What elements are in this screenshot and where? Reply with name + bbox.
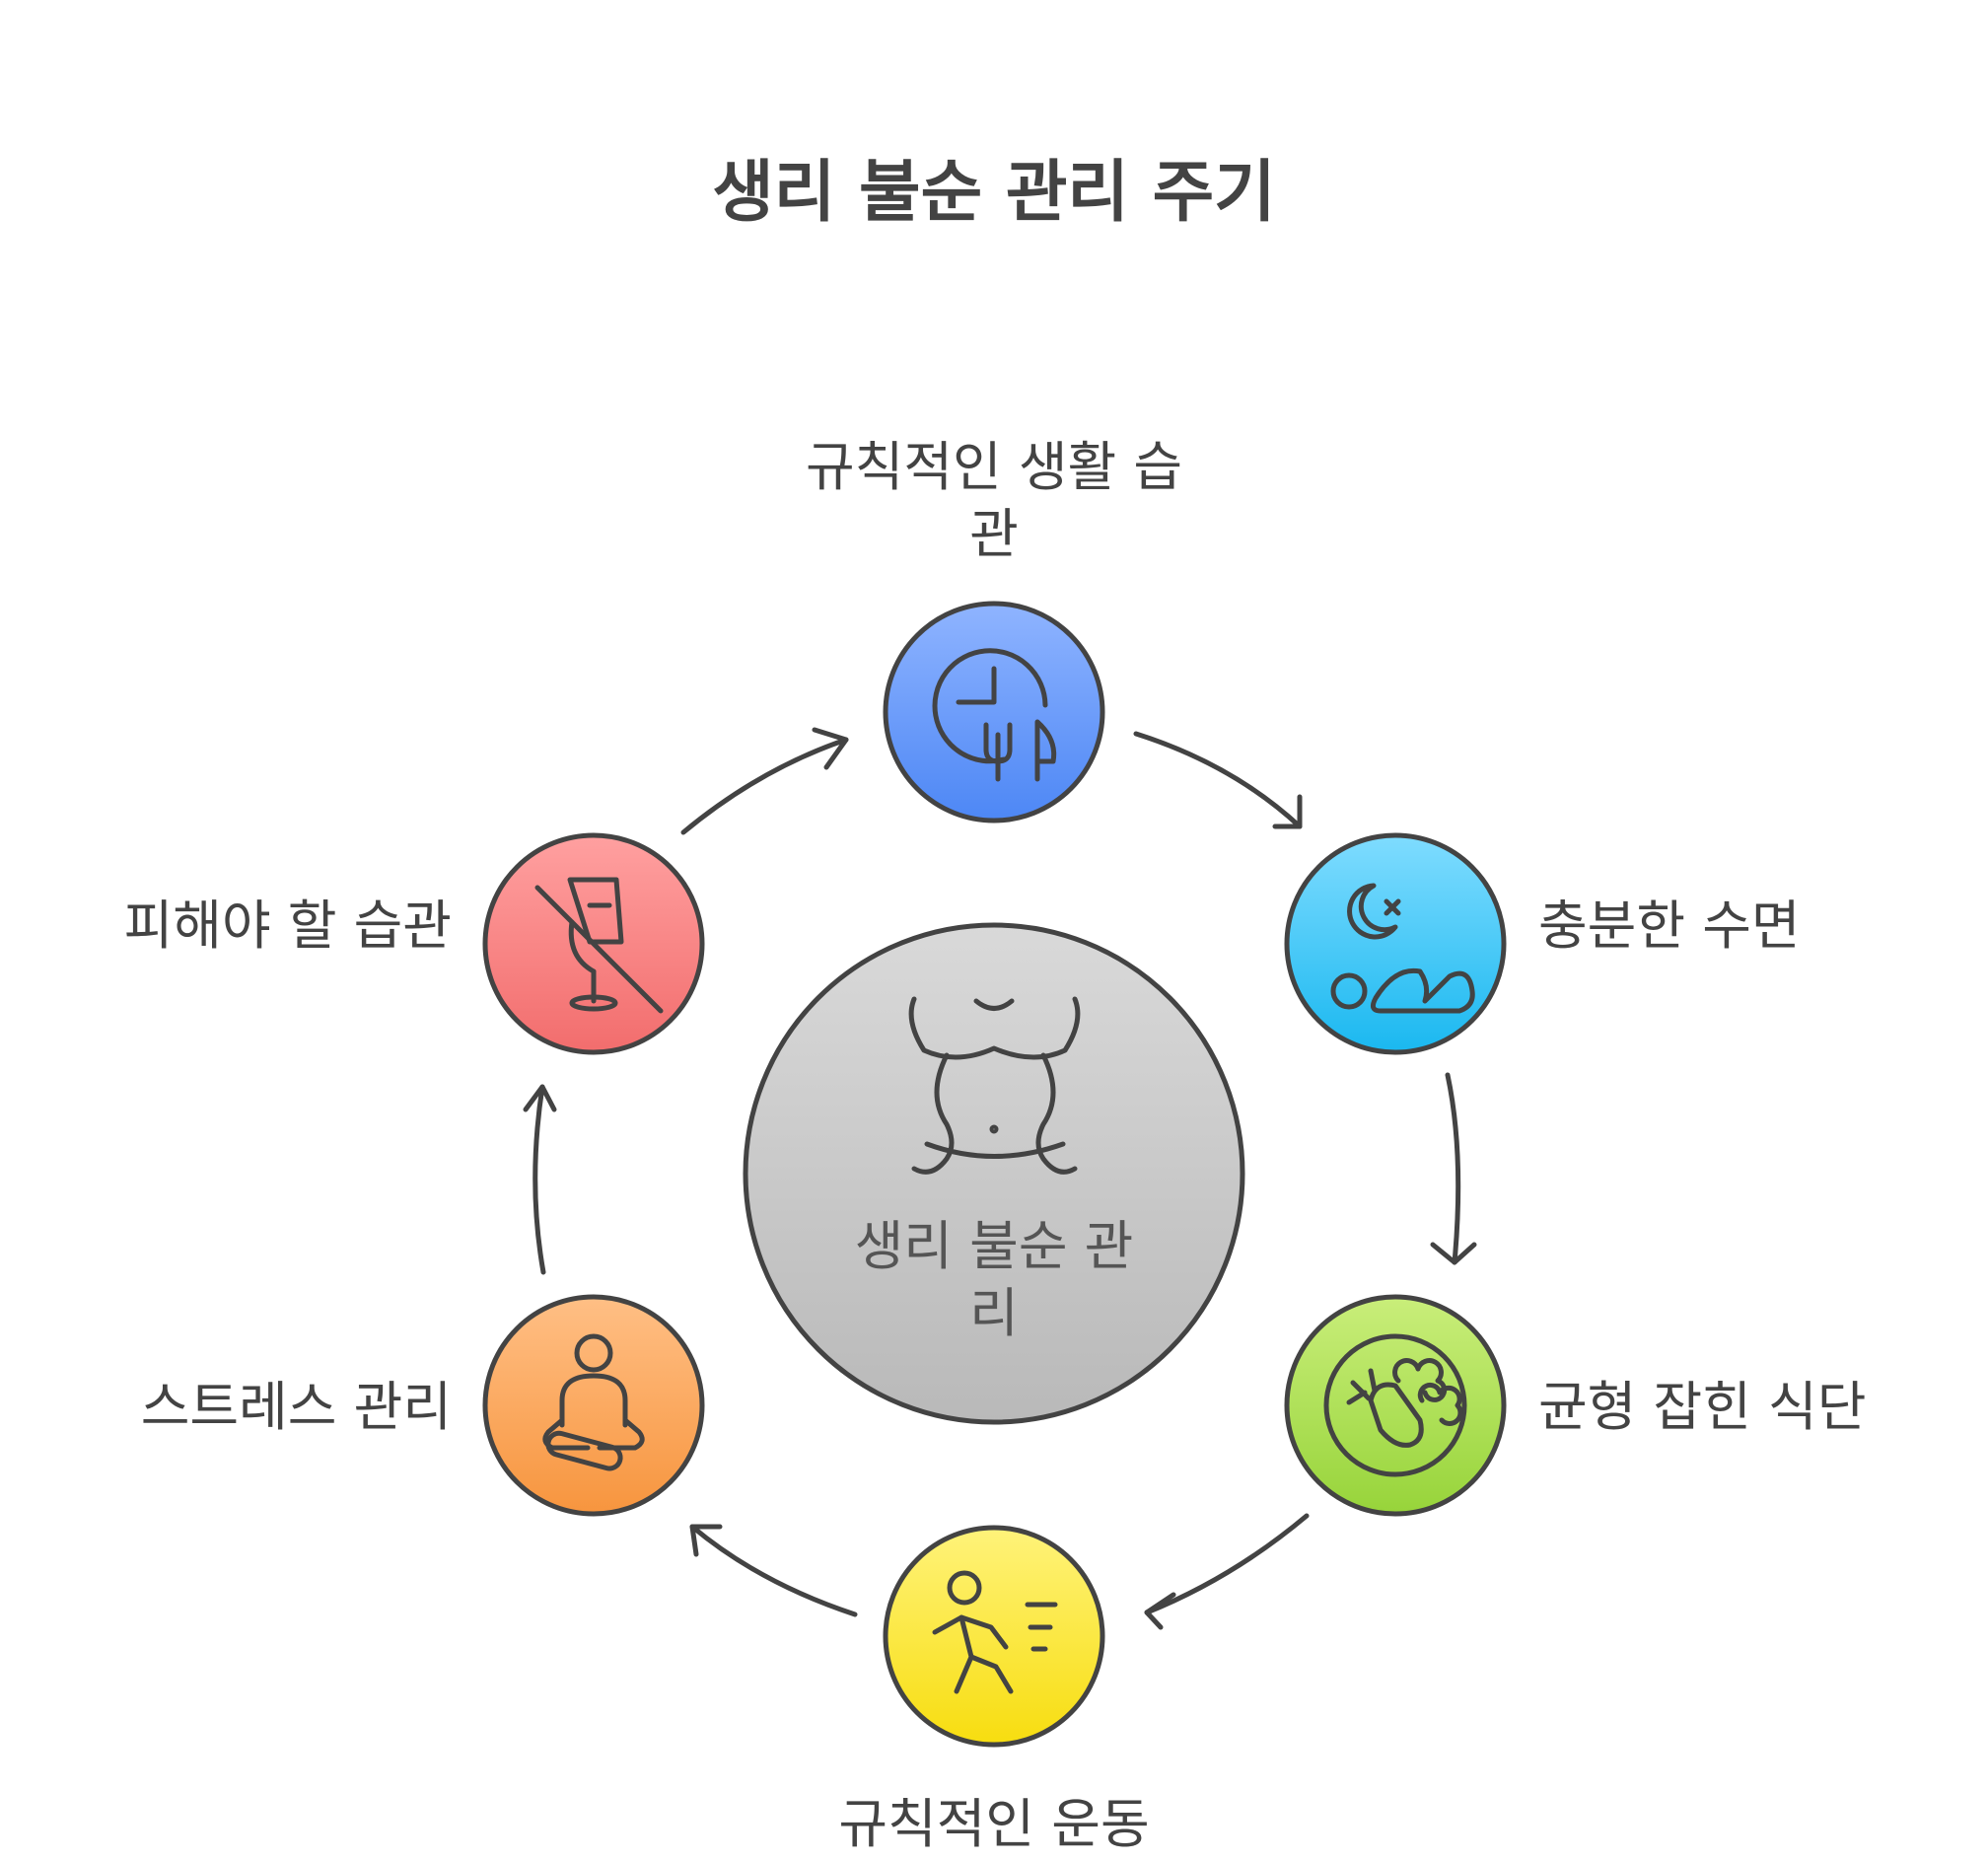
label-habits-to-avoid: 피해야 할 습관 [124, 895, 452, 957]
center-node: 생리 불순 관 리 [743, 922, 1245, 1425]
label-stress-management: 스트레스 관리 [141, 1376, 452, 1438]
center-circle [743, 922, 1245, 1425]
node-circle-sufficient-sleep [1284, 832, 1507, 1055]
arrow-exercise-to-stress [689, 1524, 858, 1617]
center-label-line2: 리 [969, 1282, 1019, 1344]
node-regular-life-habits: 규칙적인 생활 습 관 [806, 436, 1182, 823]
node-circle-balanced-diet [1284, 1294, 1507, 1517]
meditation-icon [542, 1333, 645, 1471]
label-regular-life-habits-line2: 관 [969, 503, 1019, 565]
diagram-title: 생리 불순 관리 주기 [712, 154, 1276, 232]
label-balanced-diet: 균형 잡힌 식단 [1538, 1376, 1866, 1438]
sleep-moon-icon [1330, 883, 1475, 1014]
node-habits-to-avoid: 피해야 할 습관 [124, 832, 705, 1055]
center-label-line1: 생리 불순 관 [855, 1215, 1134, 1277]
node-circle-stress-management [482, 1294, 705, 1517]
arrow-diet-to-exercise [1144, 1513, 1310, 1630]
arrow-sleep-to-diet [1430, 1072, 1477, 1265]
node-regular-exercise: 규칙적인 운동 [838, 1525, 1150, 1855]
running-person-icon [932, 1570, 1058, 1694]
label-regular-life-habits-line1: 규칙적인 생활 습 [806, 436, 1182, 498]
node-circle-regular-exercise [883, 1525, 1105, 1748]
arrow-habits-to-life [680, 727, 849, 835]
node-stress-management: 스트레스 관리 [141, 1294, 705, 1517]
label-regular-exercise: 규칙적인 운동 [838, 1793, 1149, 1855]
carrot-broccoli-plate-icon [1323, 1333, 1467, 1477]
node-circle-regular-life-habits [883, 601, 1105, 823]
arrow-stress-to-habits [523, 1084, 557, 1275]
waist-body-icon [908, 996, 1081, 1175]
cycle-arrows [523, 727, 1477, 1630]
node-balanced-diet: 균형 잡힌 식단 [1284, 1294, 1866, 1517]
node-sufficient-sleep: 충분한 수면 [1284, 832, 1801, 1055]
label-sufficient-sleep: 충분한 수면 [1538, 895, 1801, 957]
arrow-life-to-sleep [1133, 731, 1303, 829]
clock-utensils-icon [932, 648, 1057, 782]
no-alcohol-icon [534, 877, 664, 1014]
